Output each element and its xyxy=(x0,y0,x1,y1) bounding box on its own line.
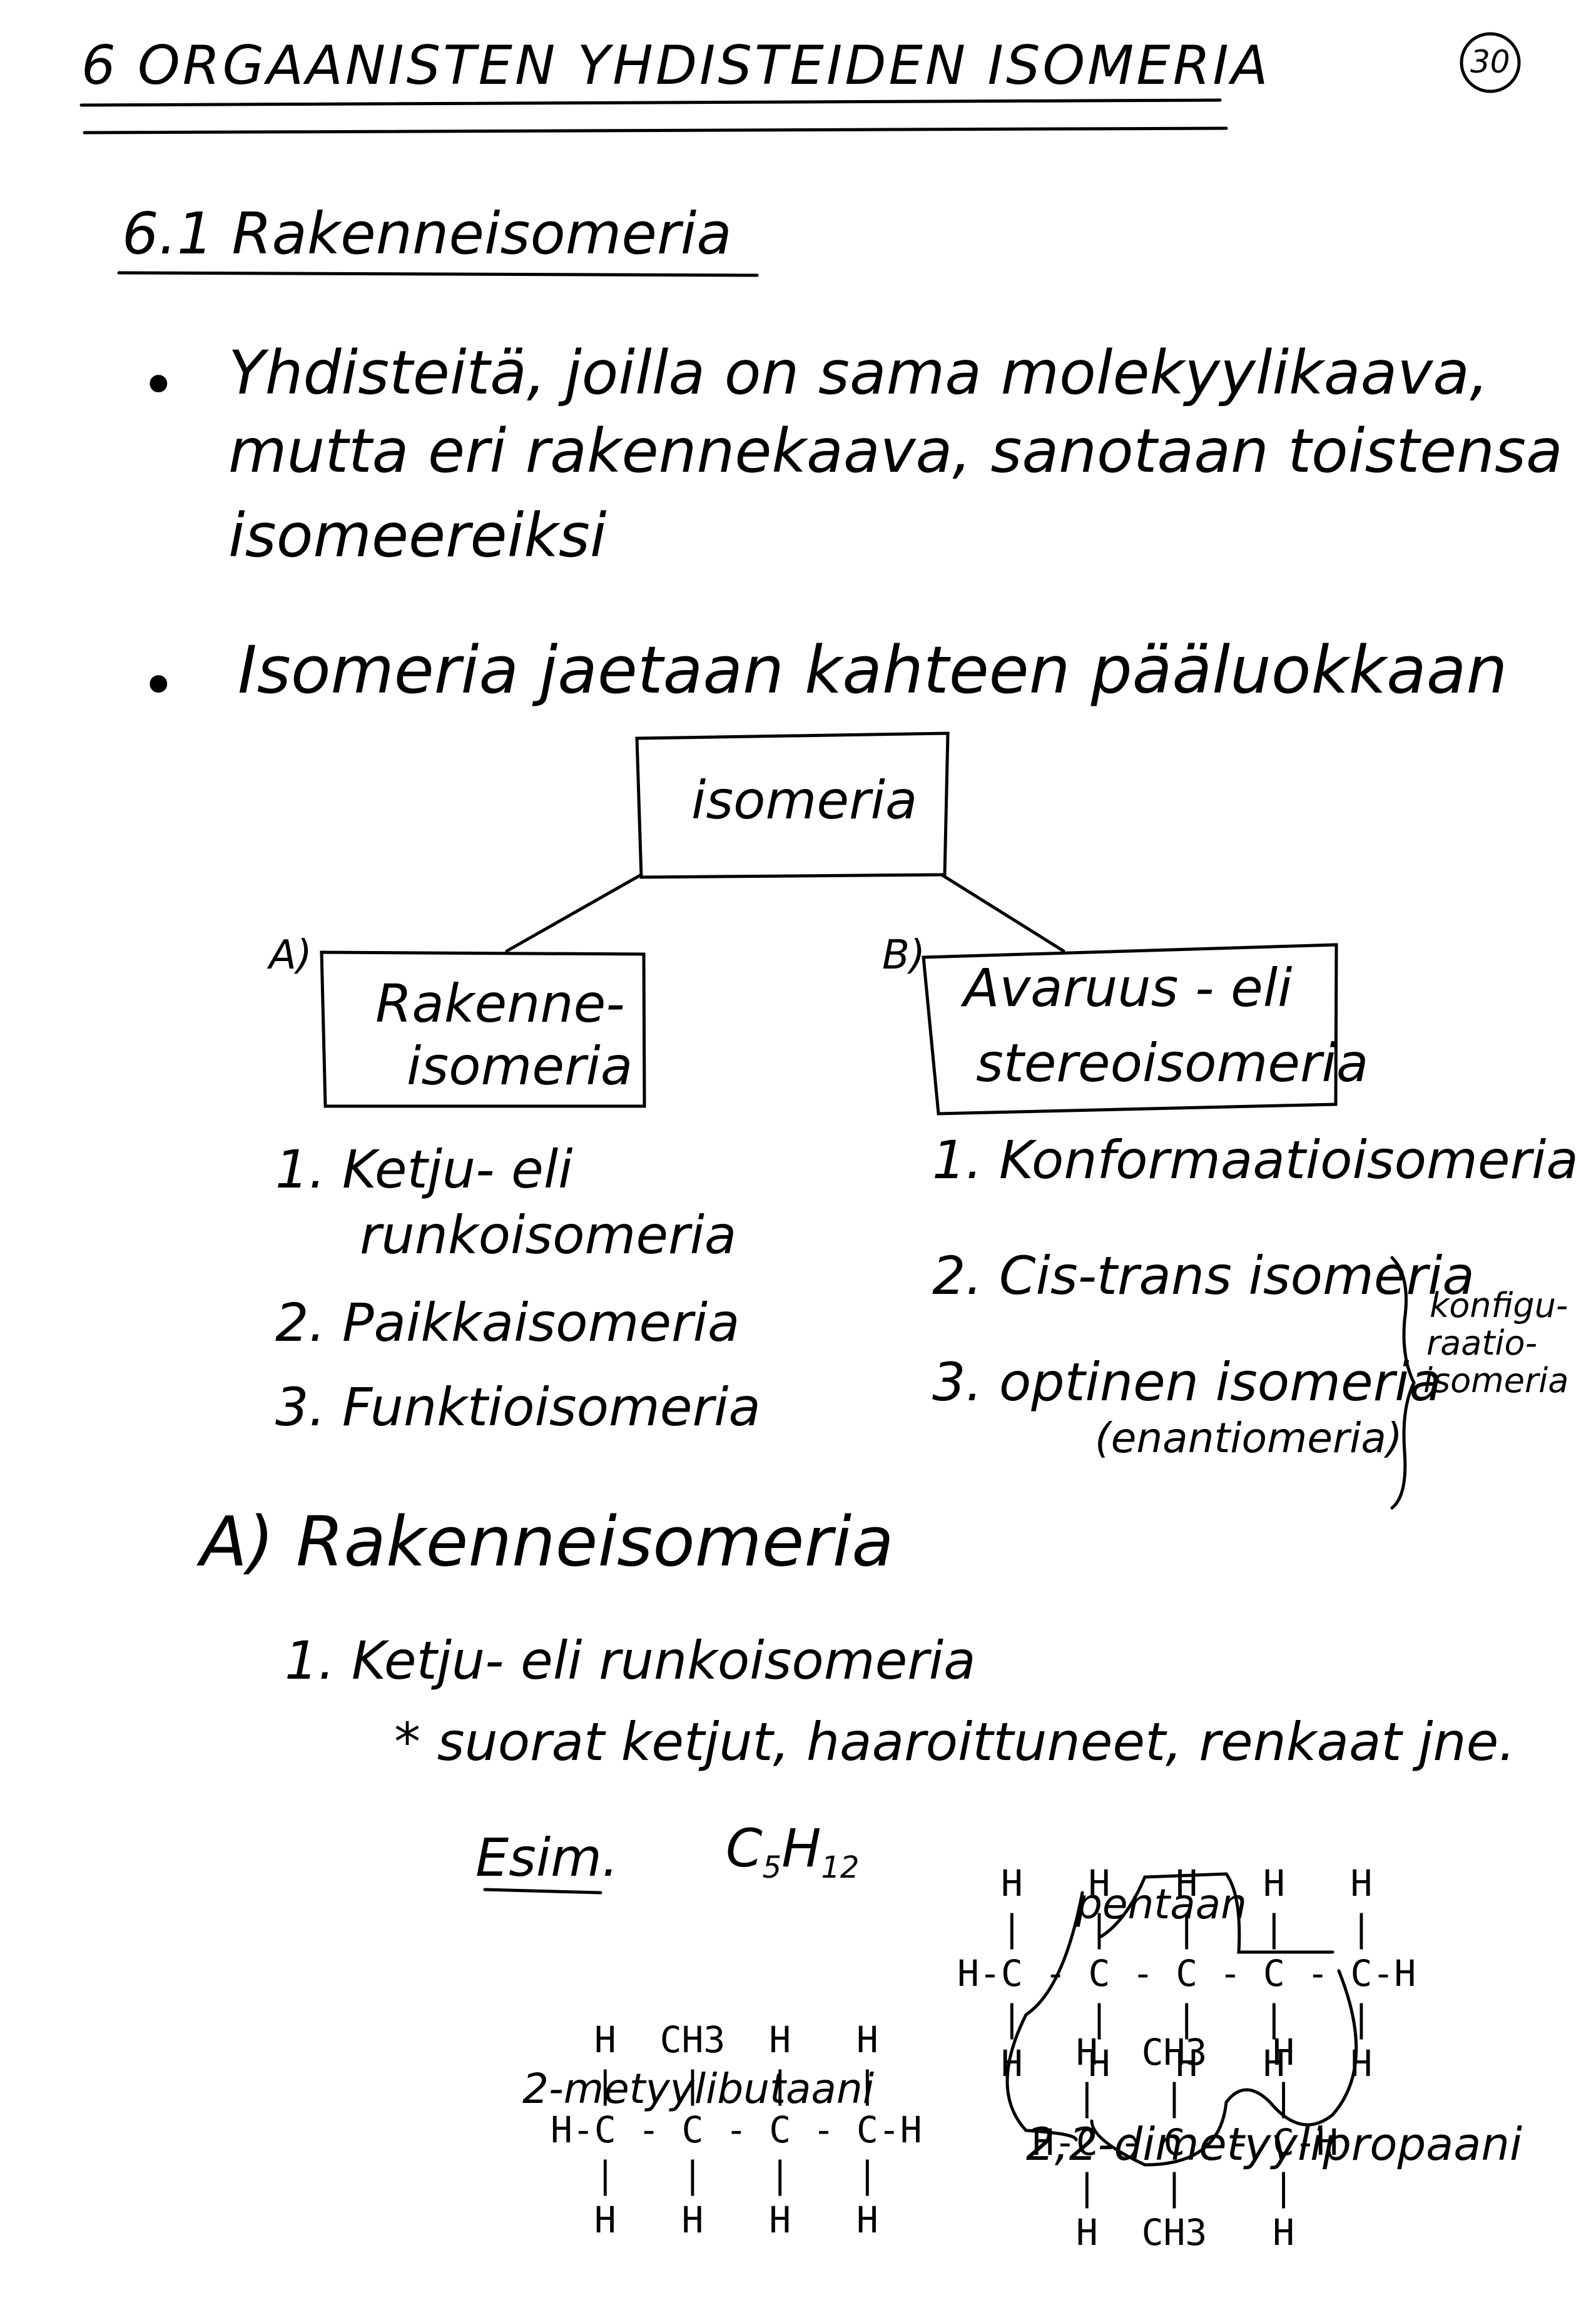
root-box-outline xyxy=(635,731,950,879)
branch-a-marker: A) xyxy=(269,932,312,979)
b-item-1: 1. Konformaatioisomeria xyxy=(932,1129,1578,1191)
group-label-2: raatio- xyxy=(1426,1323,1538,1363)
branch-b-marker: B) xyxy=(882,932,925,979)
section-title: 6.1 Rakenneisomeria xyxy=(122,200,732,267)
brace xyxy=(1390,1256,1416,1510)
connector-right xyxy=(940,873,1065,953)
name-pentaan: pentaan xyxy=(1076,1880,1247,1928)
title-underline-1 xyxy=(79,98,1222,107)
bullet-dot-icon: • xyxy=(141,350,176,420)
root-node-isomeria: isomeria xyxy=(691,770,918,831)
b-item-2: 2. Cis-trans isomeria xyxy=(932,1245,1475,1306)
bullet-1-line-2: mutta eri rakennekaava, sanotaan toisten… xyxy=(228,416,1563,486)
page-number-circle xyxy=(1460,32,1521,93)
bullet-dot-icon: • xyxy=(141,651,176,721)
structure-2-metyylibutaani: H CH3 H H | | | |H-C - C - C - C-H | | |… xyxy=(551,2018,922,2241)
branch-b-label-2: stereoisomeria xyxy=(976,1032,1369,1094)
page-number: 30 xyxy=(1470,44,1510,80)
formula-c5h12: C5H12 xyxy=(726,1818,860,1885)
part-a-subheading: 1. Ketju- eli runkoisomeria xyxy=(285,1630,976,1691)
bullet-2-line-1: Isomeria jaetaan kahteen pääluokkaan xyxy=(238,632,1508,708)
part-a-heading: A) Rakenneisomeria xyxy=(200,1502,894,1582)
a-item-1-cont: runkoisomeria xyxy=(360,1204,737,1266)
group-label-3: isomeria xyxy=(1423,1361,1569,1400)
example-label: Esim. xyxy=(475,1827,619,1888)
box-a-outline xyxy=(320,950,646,1108)
b-item-3-cont: (enantiomeria) xyxy=(1095,1414,1403,1462)
a-item-1: 1. Ketju- eli xyxy=(275,1139,573,1200)
bullet-1-line-1: Yhdisteitä, joilla on sama molekyylikaav… xyxy=(228,338,1489,408)
part-a-note: * suorat ketjut, haaroittuneet, renkaat … xyxy=(394,1711,1516,1773)
section-underline xyxy=(117,271,759,277)
branch-a-label-2: isomeria xyxy=(407,1036,633,1097)
structure-pentaan: H H H H H | | | | |H-C - C - C - C - C-H… xyxy=(957,1862,1416,2085)
branch-b-label-1: Avaruus - eli xyxy=(963,957,1293,1019)
b-item-3: 3. optinen isomeria xyxy=(932,1351,1442,1413)
grouping-scribble xyxy=(1005,1872,1358,2167)
box-b-outline xyxy=(922,943,1338,1116)
name-2-metyylibutaani: 2-metyylibutaani xyxy=(522,2065,875,2113)
esim-underline xyxy=(483,1888,602,1895)
title-underline-2 xyxy=(83,126,1228,135)
connector-left xyxy=(505,873,643,953)
page-title: 6 ORGAANISTEN YHDISTEIDEN ISOMERIA xyxy=(81,34,1271,97)
name-2-2-dimetyylipropaani: 2,2-dimetyylipropaani xyxy=(1026,2118,1523,2170)
a-item-2: 2. Paikkaisomeria xyxy=(275,1292,740,1353)
handwritten-strokes xyxy=(79,32,1521,2167)
group-label-1: konfigu- xyxy=(1430,1286,1568,1325)
bullet-1-line-3: isomeereiksi xyxy=(228,501,607,571)
a-item-3: 3. Funktioisomeria xyxy=(275,1376,761,1438)
branch-a-label-1: Rakenne- xyxy=(375,973,625,1034)
